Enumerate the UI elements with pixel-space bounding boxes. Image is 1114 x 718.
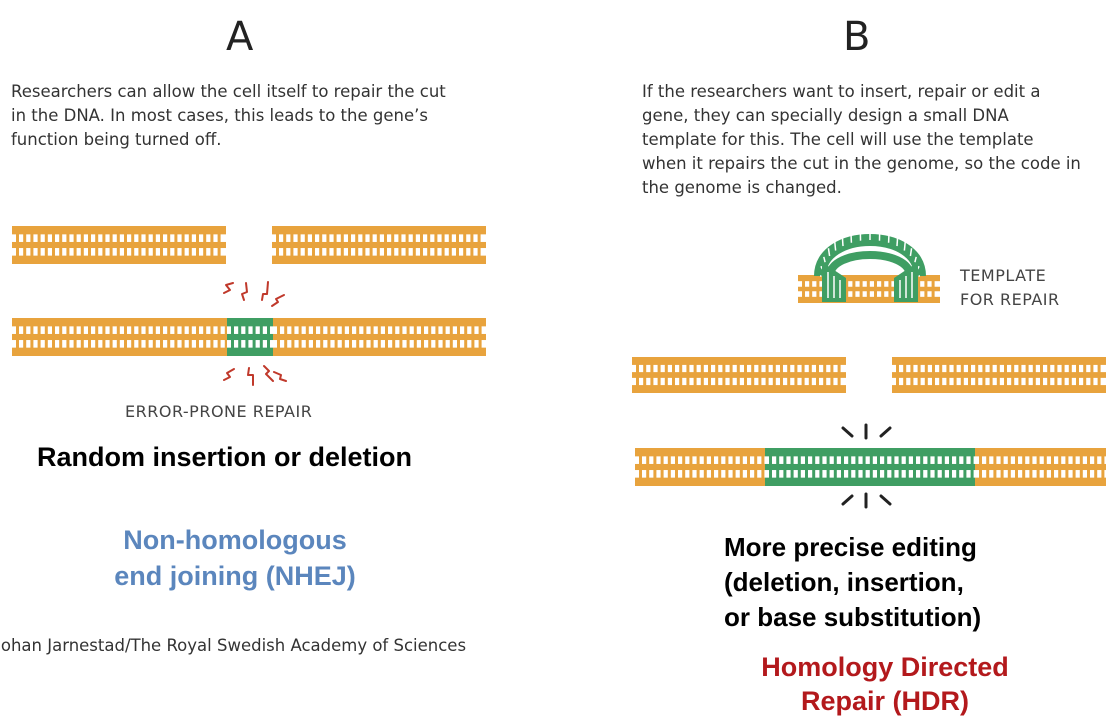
panel-b-description: If the researchers want to insert, repai… <box>642 80 1081 200</box>
nhej-method-line: end joining (NHEJ) <box>114 561 356 591</box>
panel-a-description-line: function being turned off. <box>11 130 222 149</box>
panel-b-description-line: when it repairs the cut in the genome, s… <box>642 154 1081 173</box>
panel-a-outcome: Random insertion or deletion <box>37 442 413 472</box>
panel-b-outcome-line: or base substitution) <box>724 602 982 632</box>
dna-repaired-insert <box>227 318 273 356</box>
dna-cut-fragment-left <box>12 226 226 264</box>
hdr-cut-fragment-left <box>632 357 846 393</box>
hdr-repaired-template <box>765 448 975 486</box>
panel-b-description-line: gene, they can specially design a small … <box>642 106 1009 125</box>
hdr-repaired-left <box>635 448 765 486</box>
template-label-line: TEMPLATE <box>960 266 1047 285</box>
hdr-cut-fragment-right <box>892 357 1106 393</box>
panel-a-description-line: in the DNA. In most cases, this leads to… <box>11 106 428 125</box>
nhej-method-line: Non-homologous <box>123 525 347 555</box>
panel-a-description-line: Researchers can allow the cell itself to… <box>11 82 446 101</box>
hdr-method-line: Repair (HDR) <box>800 686 969 716</box>
panel-b-outcome-line: (deletion, insertion, <box>724 567 964 597</box>
panel-a-letter: A <box>226 14 254 60</box>
dna-cut-fragment-right <box>272 226 486 264</box>
precise-cut-ticks-icon <box>841 423 892 509</box>
nhej-method-label: Non-homologous end joining (NHEJ) <box>90 522 380 594</box>
panel-b-description-line: If the researchers want to insert, repai… <box>642 82 1041 101</box>
panel-b-letter: B <box>843 14 871 60</box>
template-label-line: FOR REPAIR <box>960 290 1060 309</box>
image-credit: Johan Jarnestad/The Royal Swedish Academ… <box>0 636 467 655</box>
dna-repaired-left <box>12 318 228 356</box>
hdr-method-line: Homology Directed <box>761 652 1009 682</box>
panel-b-outcome-line: More precise editing <box>724 532 977 562</box>
template-arc-icon <box>814 226 926 302</box>
panel-b-description-line: the genome is changed. <box>642 178 842 197</box>
panel-b-description-line: template for this. The cell will use the… <box>642 130 1034 149</box>
error-prone-repair-label: ERROR-PRONE REPAIR <box>125 402 313 421</box>
error-sparks-icon <box>223 281 287 386</box>
panel-a-description: Researchers can allow the cell itself to… <box>11 80 446 152</box>
hdr-repaired-right <box>975 448 1106 486</box>
template-dna-left <box>798 275 940 303</box>
panel-b-outcome: More precise editing (deletion, insertio… <box>724 530 981 635</box>
template-for-repair-label: TEMPLATE FOR REPAIR <box>960 264 1060 312</box>
dna-repaired-right <box>273 318 486 356</box>
hdr-method-label: Homology Directed Repair (HDR) <box>730 650 1040 718</box>
